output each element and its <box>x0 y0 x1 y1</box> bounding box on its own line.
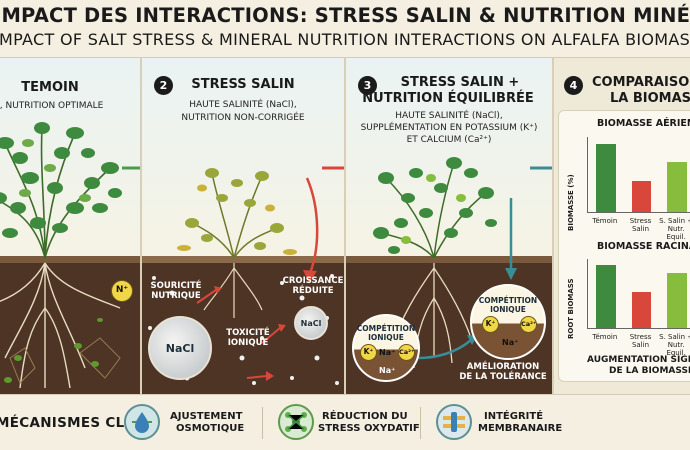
panel-1-desc: SANS SEL, NUTRITION OPTIMALE <box>0 101 104 111</box>
mechanism-3-label-line-1: INTÉGRITÉ <box>484 411 544 422</box>
step-3-badge: 3 <box>358 76 377 95</box>
chart-2-xtick-3: S. Salin + Nutr. Equil. <box>659 333 690 357</box>
step-4-badge: 4 <box>564 76 583 95</box>
mechanism-1-label-line-1: AJUSTEMENT <box>170 411 243 422</box>
label-souricite-line-1: SOURICITÉ <box>150 281 202 291</box>
chart-2-xticks: Témoin Stress Salin S. Salin + Nutr. Equil… <box>587 331 690 357</box>
healthy-plant-illustration <box>0 122 122 389</box>
ion-ca-large: Ca²⁺ <box>520 316 537 333</box>
chart-1-bar-2 <box>631 181 652 212</box>
augmentation-line-1: AUGMENTATION SIGNIFICATIVE <box>587 355 690 365</box>
recovering-plant-illustration <box>373 157 517 369</box>
ion-k-small: K⁺ <box>360 344 377 361</box>
title-english: IMPACT OF SALT STRESS & MINERAL NUTRITIO… <box>0 30 690 49</box>
panel-2-desc-line-1: HAUTE SALINITÉ (NaCl), <box>189 100 297 110</box>
chart-2-bar-3 <box>667 272 687 328</box>
panel-1-title: TEMOIN <box>21 80 79 95</box>
zoom-ion-competition-small: COMPÉTITION IONIQUE K⁺ Na⁺ Ca²⁺ Na⁺ <box>352 314 420 382</box>
mechanism-2-label-line-2: STRESS OXYDATIF <box>318 423 420 434</box>
chart-2-xtick-1: Témoin <box>592 333 618 341</box>
panel-3-desc-line-2: SUPPLÉMENTATION EN POTASSIUM (K⁺) <box>360 123 538 133</box>
augmentation-line-2: DE LA BIOMASSE <box>609 366 690 376</box>
nacl-crystal-small: NaCl <box>294 306 328 340</box>
chart-1-bar-3 <box>667 162 687 212</box>
mechanisms-title: MÉCANISMES CLÉS <box>0 415 145 431</box>
chart-1-xticks: Témoin Stress Salin S. Salin + Nutr. Equil… <box>587 215 690 241</box>
panel-stress-salin: 2 STRESS SALIN HAUTE SALINITÉ (NaCl), NU… <box>142 58 344 394</box>
label-amelioration-line-2: DE LA TOLÉRANCE <box>459 372 547 382</box>
zoom-large-title-line-1: COMPÉTITION <box>478 296 538 305</box>
panel-comparaison: 4 COMPARAISON DE LA BIOMASSE BIOMASSE AÉ… <box>554 58 690 394</box>
chart-1-title: BIOMASSE AÉRIENNE <box>597 118 690 129</box>
zoom-large-title-line-2: IONIQUE <box>490 305 526 314</box>
panel-3-title-line-1: STRESS SALIN + <box>400 75 520 90</box>
label-toxicite-line-2: IONIQUE <box>227 338 269 348</box>
panel-temoin: TEMOIN SANS SEL, NUTRITION OPTIMALE <box>0 58 140 394</box>
chart-2-ylabel: ROOT BIOMASS <box>567 278 575 339</box>
label-croissance-line-1: CROISSANCE <box>282 276 344 286</box>
ion-ca-small: Ca²⁺ <box>398 344 415 361</box>
chart-1-bar-1 <box>596 143 616 212</box>
ion-k-large: K⁺ <box>482 316 499 333</box>
title-french: IMPACT DES INTERACTIONS: STRESS SALIN & … <box>0 4 690 27</box>
chart-2-bar-2 <box>631 291 652 328</box>
mechanism-1-label-line-2: OSMOTIQUE <box>176 423 245 434</box>
panel-2-title: STRESS SALIN <box>191 77 295 92</box>
panel-4-title-line-1: COMPARAISON DE <box>592 75 690 90</box>
chart-2-xtick-2: Stress Salin <box>629 333 652 349</box>
stressed-plant-illustration <box>148 168 339 385</box>
zoom-small-title-line-2: IONIQUE <box>368 333 404 342</box>
mechanism-2-label-line-1: RÉDUCTION DU <box>322 411 408 422</box>
panel-3-desc-line-1: HAUTE SALINITÉ (NaCl), <box>395 111 503 121</box>
zoom-ion-competition-large: COMPÉTITION IONIQUE K⁺ Ca²⁺ Na⁺ <box>470 284 546 360</box>
comparison-card: BIOMASSE AÉRIENNE BIOMASSE (%) TémoinStr… <box>558 110 690 382</box>
panel-3-title-line-2: NUTRITION ÉQUILIBRÉE <box>362 91 534 106</box>
mechanisms-bar: MÉCANISMES CLÉS AJUSTEMENT OSMOTIQUE RÉD… <box>0 394 690 450</box>
chart-1-ylabel: BIOMASSE (%) <box>567 174 575 231</box>
ion-na-large: Na⁺ <box>502 338 519 347</box>
panel-3-desc-line-3: ET CALCIUM (Ca²⁺) <box>406 135 492 145</box>
water-drop-icon <box>124 404 160 440</box>
nitrogen-ion-badge: N⁺ <box>111 280 133 302</box>
label-croissance-line-2: RÉDUITE <box>292 286 334 296</box>
panel-4-title-line-2: LA BIOMASSE <box>610 91 690 106</box>
chart-1-xtick-3: S. Salin + Nutr. Equil. <box>659 217 690 241</box>
chart-2-plot <box>587 259 690 329</box>
ion-na-small-2: Na⁺ <box>379 366 396 375</box>
chart-2-bar-1 <box>596 265 616 328</box>
panel-2-desc-line-2: NUTRITION NON-CORRIGÉE <box>181 113 305 123</box>
molecule-icon <box>278 404 314 440</box>
scene: TEMOIN SANS SEL, NUTRITION OPTIMALE <box>0 58 690 394</box>
mechanism-3-label-line-2: MEMBRANAIRE <box>478 423 563 434</box>
chart-1-plot <box>587 137 690 213</box>
title-bar: IMPACT DES INTERACTIONS: STRESS SALIN & … <box>0 0 690 58</box>
label-amelioration-line-1: AMÉLIORATION <box>466 362 540 372</box>
ion-na-small: Na⁺ <box>379 348 396 357</box>
chart-1-xtick-1: Témoin <box>592 217 618 225</box>
zoom-small-title-line-1: COMPÉTITION <box>356 324 416 333</box>
panel-stress-nutrition: 3 STRESS SALIN + NUTRITION ÉQUILIBRÉE HA… <box>346 58 552 394</box>
chart-1-xtick-2: Stress Salin <box>629 217 652 233</box>
label-toxicite-line-1: TOXICITÉ <box>226 328 270 338</box>
step-2-badge: 2 <box>154 76 173 95</box>
chart-2-title: BIOMASSE RACINAIRE <box>597 241 690 252</box>
label-souricite-line-2: NUTRIQUE <box>151 291 201 301</box>
membrane-icon <box>436 404 472 440</box>
nacl-crystal-large: NaCl <box>148 316 212 380</box>
